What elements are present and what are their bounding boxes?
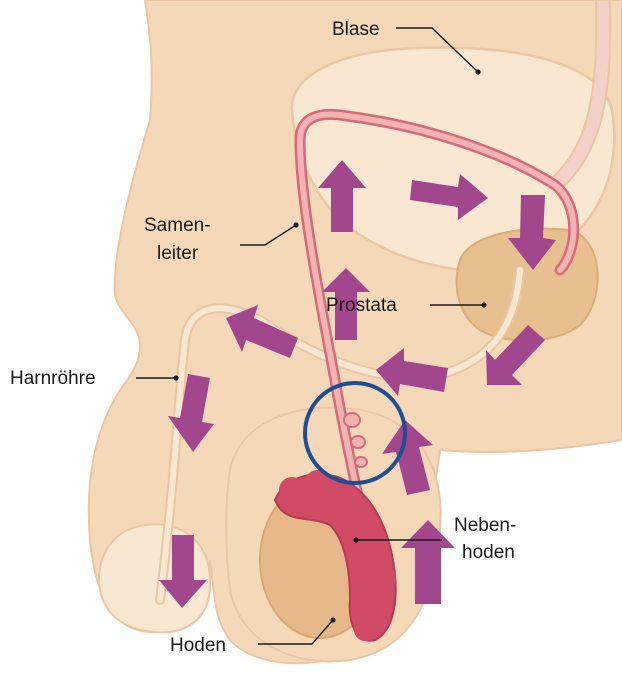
epididymis-lobe	[368, 564, 396, 592]
vas-bulge	[355, 457, 367, 467]
epididymis-lobe	[329, 482, 357, 510]
label-samenleiter-line2: leiter	[157, 243, 199, 264]
epididymis-lobe	[354, 619, 376, 641]
label-blase: Blase	[332, 19, 380, 40]
label-samenleiter-line1: Samen-	[144, 215, 211, 236]
label-harnroehre: Harnröhre	[10, 368, 96, 389]
leader-dot	[353, 537, 358, 542]
label-nebenhoden-line2: hoden	[462, 542, 515, 563]
label-nebenhoden-line1: Neben-	[454, 515, 516, 536]
leader-dot	[475, 69, 480, 74]
leader-dot	[173, 375, 178, 380]
label-prostata: Prostata	[326, 295, 397, 316]
leader-dot	[481, 302, 486, 307]
leader-dot	[330, 617, 335, 622]
vas-bulge	[351, 436, 365, 448]
epididymis-lobe	[279, 477, 305, 503]
epididymis-lobe	[348, 506, 376, 534]
vas-bulge	[344, 413, 360, 427]
epididymis-lobe	[361, 534, 389, 562]
label-hoden: Hoden	[170, 635, 226, 656]
leader-dot	[293, 222, 298, 227]
epididymis-lobe	[365, 595, 391, 621]
